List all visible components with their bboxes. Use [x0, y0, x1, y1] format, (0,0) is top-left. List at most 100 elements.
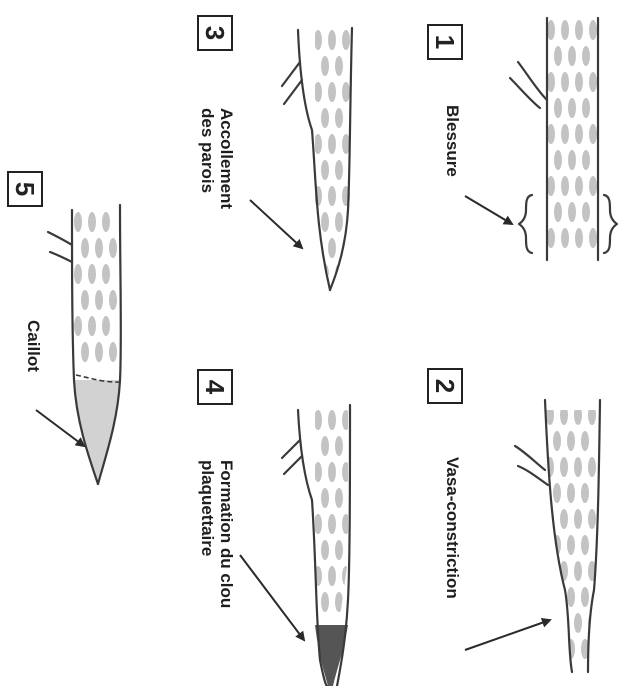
blood-cell: [335, 488, 343, 508]
blood-cell: [575, 72, 583, 92]
blood-cell: [560, 405, 568, 425]
blood-cell: [582, 98, 590, 118]
blood-cell: [547, 124, 555, 144]
blood-cell: [575, 20, 583, 40]
blood-cell: [314, 462, 322, 482]
blood-cell: [314, 410, 322, 430]
vessel-4-branch-b: [284, 456, 302, 474]
blood-cell: [328, 186, 336, 206]
blood-cell: [328, 566, 336, 586]
blood-cell: [74, 212, 82, 232]
blood-cell: [575, 124, 583, 144]
blood-cell: [109, 238, 117, 258]
blood-cell: [553, 483, 561, 503]
blood-cell: [102, 212, 110, 232]
blood-cell: [328, 82, 336, 102]
blood-cell: [321, 540, 329, 560]
blood-cell: [581, 431, 589, 451]
blood-cell: [88, 212, 96, 232]
blood-cell: [574, 457, 582, 477]
blood-cell: [582, 202, 590, 222]
vessel-2-wall-right: [588, 400, 600, 672]
blood-cell: [561, 124, 569, 144]
blood-cell: [589, 124, 597, 144]
blood-cell: [582, 150, 590, 170]
blessure-arrow: [465, 196, 512, 224]
blood-cell: [560, 457, 568, 477]
blood-cell: [575, 228, 583, 248]
vessel-1-right-brace: [604, 195, 617, 253]
blood-cell: [328, 30, 336, 50]
clou-plaquettaire-arrow: [240, 555, 304, 640]
vessel-step-1: [465, 18, 617, 260]
vessel-4-cells: [314, 410, 350, 612]
blood-cell: [561, 228, 569, 248]
blood-cell: [335, 212, 343, 232]
vessel-3-branch-a: [282, 62, 300, 86]
blood-cell: [335, 540, 343, 560]
blood-cell: [102, 264, 110, 284]
blood-cell: [335, 108, 343, 128]
vessel-5-branch-b: [50, 252, 72, 262]
blood-cell: [546, 405, 554, 425]
blood-cell: [561, 72, 569, 92]
blood-cell: [314, 82, 322, 102]
blood-cell: [95, 342, 103, 362]
blood-cell: [547, 20, 555, 40]
blood-cell: [321, 160, 329, 180]
blood-cell: [554, 98, 562, 118]
blood-cell: [328, 462, 336, 482]
blood-cell: [328, 514, 336, 534]
blood-cell: [588, 509, 596, 529]
blood-cell: [574, 405, 582, 425]
blood-cell: [568, 98, 576, 118]
vessel-3-cells: [314, 30, 350, 284]
blood-cell: [568, 150, 576, 170]
blood-cell: [321, 108, 329, 128]
blood-cell: [567, 431, 575, 451]
blood-cell: [589, 20, 597, 40]
blood-cell: [102, 316, 110, 336]
blood-cell: [547, 72, 555, 92]
blood-cell: [574, 509, 582, 529]
blood-cell: [74, 264, 82, 284]
blood-cell: [581, 535, 589, 555]
blood-cell: [109, 342, 117, 362]
blood-cell: [342, 82, 350, 102]
blood-cell: [314, 134, 322, 154]
blood-cell: [581, 483, 589, 503]
blood-cell: [328, 410, 336, 430]
blood-cell: [314, 30, 322, 50]
blood-cell: [553, 639, 561, 659]
blood-cell: [589, 72, 597, 92]
vessel-4-branch-a: [282, 440, 300, 458]
blood-cell: [88, 264, 96, 284]
blood-cell: [321, 212, 329, 232]
vessel-1-branch-b: [510, 78, 540, 108]
blood-cell: [581, 587, 589, 607]
blood-cell: [553, 587, 561, 607]
blood-cell: [575, 176, 583, 196]
blood-cell: [561, 176, 569, 196]
vessel-step-2: [465, 400, 600, 672]
blood-cell: [561, 20, 569, 40]
vasoconstriction-arrow: [465, 620, 550, 650]
vessel-step-5: [36, 205, 122, 484]
blood-cell: [554, 202, 562, 222]
blood-cell: [81, 290, 89, 310]
blood-cell: [342, 410, 350, 430]
vessel-step-3: [250, 28, 352, 290]
blood-cell: [574, 561, 582, 581]
blood-cell: [589, 228, 597, 248]
blood-cell: [321, 592, 329, 612]
blood-cell: [342, 30, 350, 50]
blood-cell: [109, 290, 117, 310]
vessel-1-left-brace: [519, 195, 532, 253]
blood-cell: [574, 613, 582, 633]
vessel-1-branch-a: [518, 62, 547, 100]
blood-cell: [553, 431, 561, 451]
caillot-arrow: [36, 410, 84, 446]
blood-cell: [88, 316, 96, 336]
blood-cell: [81, 342, 89, 362]
blood-cell: [568, 202, 576, 222]
